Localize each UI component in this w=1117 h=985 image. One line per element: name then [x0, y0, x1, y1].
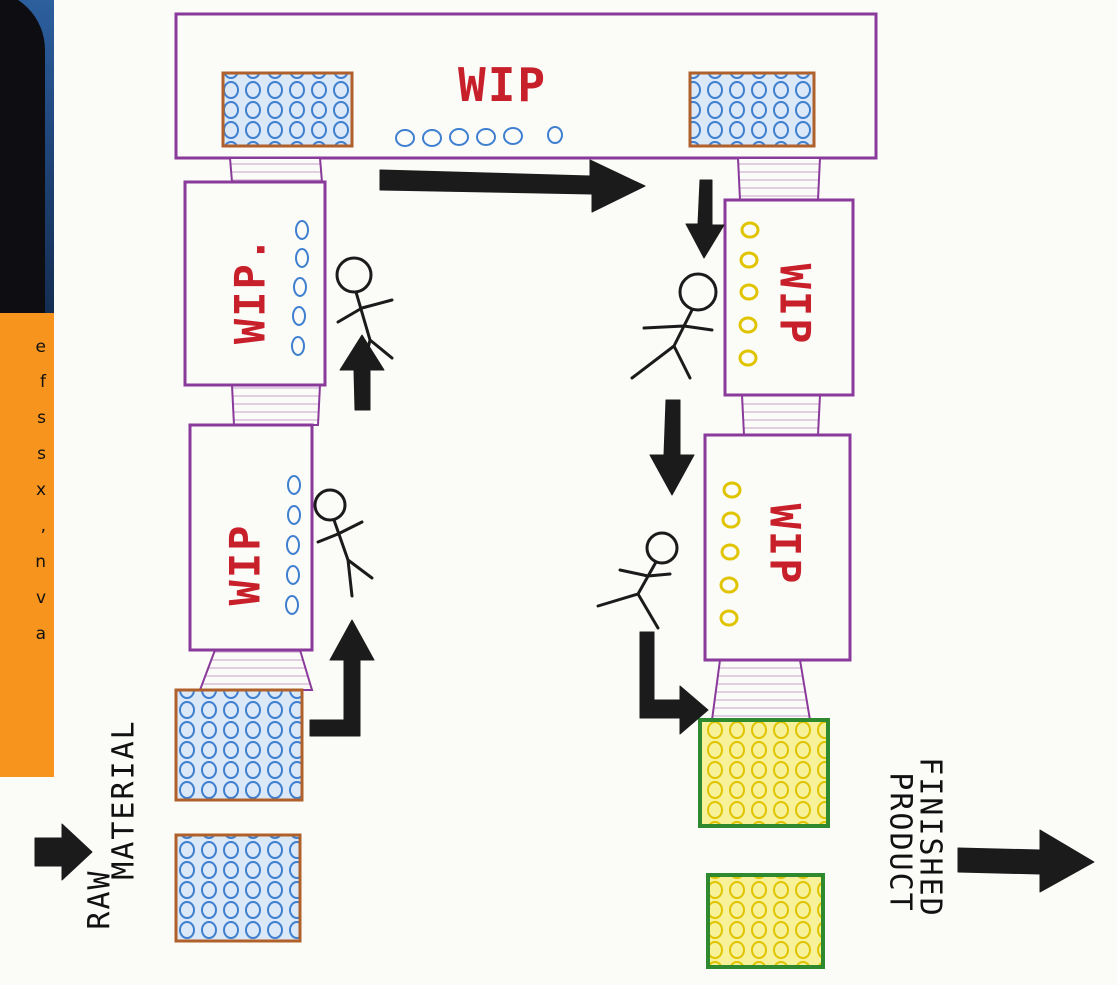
arrow-right-top-icon [380, 160, 645, 212]
top-left-material-tray [223, 73, 352, 146]
left-lower-station-label: WIP [221, 490, 270, 640]
finished-product-label-line1: FINISHED [913, 708, 948, 968]
top-right-material-tray [690, 73, 814, 146]
finished-product-bin-upper [700, 720, 828, 826]
arrow-down-right-middle-icon [650, 400, 694, 495]
worker-right-upper-icon [632, 274, 716, 378]
raw-material-bin-lower [176, 835, 300, 941]
worker-left-lower-icon [315, 490, 372, 596]
right-upper-station-label: WIP [771, 230, 820, 380]
right-lower-station-label: WIP [761, 470, 810, 620]
raw-material-label-line2: MATERIAL [107, 670, 142, 930]
worker-right-lower-icon [598, 533, 677, 628]
arrow-up-from-raw-icon [310, 620, 374, 736]
top-buffer-label: WIP [458, 58, 547, 112]
finished-product-label-line2: PRODUCT [883, 713, 918, 973]
worker-left-upper-icon [337, 258, 392, 375]
arrow-down-right-upper-icon [686, 180, 724, 258]
left-upper-station-label: WIP. [226, 215, 275, 365]
finished-product-bin-lower [708, 875, 823, 967]
arrow-out-finished-icon [958, 830, 1094, 892]
arrow-into-finished-icon [640, 632, 708, 734]
raw-material-bin-upper [176, 690, 302, 800]
